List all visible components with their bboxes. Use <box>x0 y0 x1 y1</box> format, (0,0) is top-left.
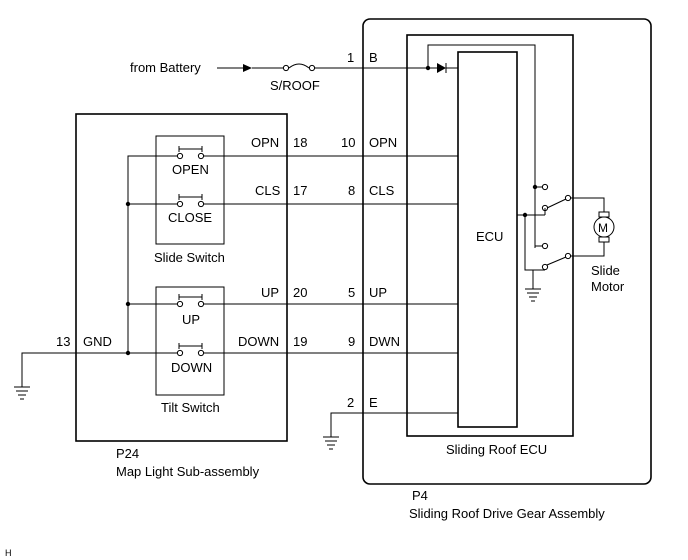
fuse-label: S/ROOF <box>270 78 320 93</box>
ecu-pin-up-name: UP <box>369 285 387 300</box>
relay-feed-wire <box>425 44 536 248</box>
sliding-roof-ecu-label: Sliding Roof ECU <box>446 442 547 457</box>
battery-label: from Battery <box>130 60 201 75</box>
down-switch-label: DOWN <box>171 360 212 375</box>
ecu-pin-dwn-number: 9 <box>348 334 355 349</box>
map-pin-opn-name: OPN <box>251 135 279 150</box>
gnd-pin-number: 13 <box>56 334 70 349</box>
map-light-sub-assembly-box <box>75 113 288 442</box>
map-light-connector: P24 <box>116 446 139 461</box>
ground-icon-left <box>14 386 30 400</box>
slide-switch-box <box>155 135 225 245</box>
close-switch-label: CLOSE <box>168 210 212 225</box>
motor-label-line1: Slide <box>591 263 620 278</box>
close-switch-contact <box>176 194 205 208</box>
ecu-pin-opn-number: 10 <box>341 135 355 150</box>
ecu-block <box>457 51 518 428</box>
corner-mark: H <box>5 548 12 558</box>
motor-icon <box>593 211 615 243</box>
ecu-pin-cls-name: CLS <box>369 183 395 198</box>
motor-label-line2: Motor <box>591 279 625 294</box>
ground-icon-relay <box>525 288 541 302</box>
map-pin-cls-number: 17 <box>293 183 307 198</box>
up-switch-label: UP <box>182 312 200 327</box>
open-switch-contact <box>176 146 205 160</box>
map-pin-down-name: DOWN <box>238 334 279 349</box>
drive-gear-name: Sliding Roof Drive Gear Assembly <box>409 506 605 521</box>
tilt-switch-box <box>155 286 225 396</box>
ecu-pin-e-number: 2 <box>347 395 354 410</box>
tilt-switch-title: Tilt Switch <box>161 400 220 415</box>
ecu-ground-wire <box>330 412 458 437</box>
motor-relay-circuit <box>517 183 605 289</box>
ecu-pin-opn-name: OPN <box>369 135 397 150</box>
ecu-pin-b-name: B <box>369 50 378 65</box>
map-light-name: Map Light Sub-assembly <box>116 464 260 479</box>
ecu-pin-e-name: E <box>369 395 378 410</box>
drive-gear-assembly-box <box>362 18 652 485</box>
map-pin-opn-number: 18 <box>293 135 307 150</box>
ecu-pin-b-number: 1 <box>347 50 354 65</box>
map-pin-down-number: 19 <box>293 334 307 349</box>
sliding-roof-ecu-box <box>406 34 574 437</box>
battery-feed-wire <box>217 63 437 72</box>
ecu-pin-cls-number: 8 <box>348 183 355 198</box>
gnd-pin-name: GND <box>83 334 112 349</box>
ground-icon-ecu <box>323 436 339 450</box>
open-switch-label: OPEN <box>172 162 209 177</box>
ecu-pin-up-number: 5 <box>348 285 355 300</box>
down-switch-contact <box>176 343 205 357</box>
slide-switch-title: Slide Switch <box>154 250 225 265</box>
motor-symbol: M <box>598 221 608 235</box>
gnd-wire <box>21 352 128 387</box>
ecu-pin-dwn-name: DWN <box>369 334 400 349</box>
map-pin-up-name: UP <box>261 285 279 300</box>
drive-gear-connector: P4 <box>412 488 428 503</box>
switch-common-bus <box>125 155 177 356</box>
map-pin-cls-name: CLS <box>255 183 281 198</box>
up-switch-contact <box>176 294 205 308</box>
ecu-label: ECU <box>476 229 503 244</box>
map-pin-up-number: 20 <box>293 285 307 300</box>
diode-icon <box>437 63 458 73</box>
